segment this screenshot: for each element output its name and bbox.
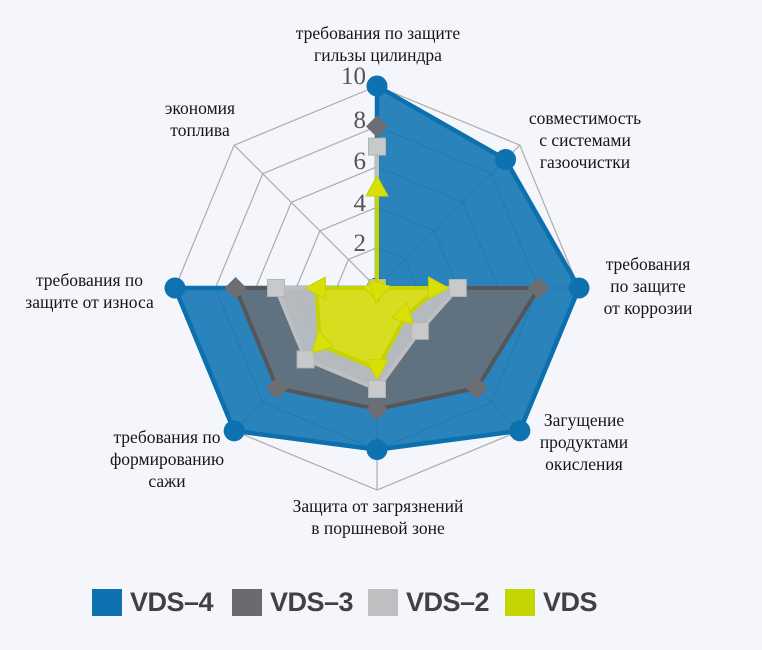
axis-label-line: требования по (35, 270, 144, 290)
axis-label-line: требования по (113, 427, 221, 447)
axis-label-line: в поршневой зоне (311, 518, 445, 538)
axis-label-line: окисления (545, 454, 623, 474)
axis-label-line: совместимость (528, 108, 642, 128)
axis-label-fuel-economy: экономия топлива (128, 97, 272, 141)
axis-label-piston-deposit-protection: Защита от загрязнений в поршневой зоне (252, 495, 504, 539)
legend-label: VDS (543, 587, 598, 617)
axis-label-line: защите от износа (25, 292, 154, 312)
legend-swatch-vds-4 (92, 589, 122, 616)
axis-label-line: экономия (164, 98, 236, 118)
axis-label-line: требования по защите (295, 23, 461, 43)
axis-label-line: топлива (170, 120, 230, 140)
legend-label: VDS–4 (130, 587, 214, 617)
legend-label: VDS–3 (270, 587, 354, 617)
axis-label-line: по защите (610, 276, 686, 296)
axis-label-corrosion-protection: требования по защите от коррозии (592, 253, 704, 319)
axis-label-line: формированию (109, 449, 225, 469)
axis-label-soot-formation: требования по формированию сажи (72, 426, 262, 492)
axis-label-cylinder-liner-protection: требования по защите гильзы цилиндра (252, 22, 504, 66)
axis-label-oxidation-thickening: Загущение продуктами окисления (520, 409, 648, 475)
axis-label-line: от коррозии (603, 298, 693, 318)
radial-tick-10: 10 (341, 63, 366, 90)
legend-swatch-vds-2 (368, 589, 398, 616)
axis-label-line: с системами (539, 130, 631, 150)
radial-tick-2: 2 (353, 230, 367, 257)
radial-tick-8: 8 (353, 107, 367, 134)
axis-label-line: Загущение (543, 410, 625, 430)
axis-label-aftertreatment-compatibility: совместимость с системами газоочистки (506, 107, 664, 173)
legend-label: VDS–2 (406, 587, 490, 617)
axis-label-line: газоочистки (539, 152, 631, 172)
axis-label-wear-protection: требования по защите от износа (12, 269, 167, 313)
radial-tick-6: 6 (353, 148, 367, 175)
axis-label-line: продуктами (539, 432, 629, 452)
axis-label-line: сажи (148, 471, 186, 491)
legend-swatch-vds (505, 589, 535, 616)
axis-label-line: гильзы цилиндра (314, 45, 442, 65)
legend-swatch-vds-3 (232, 589, 262, 616)
axis-label-line: Защита от загрязнений (292, 496, 464, 516)
radial-tick-4: 4 (353, 190, 367, 217)
axis-label-line: требования (605, 254, 691, 274)
legend: VDS–4 VDS–3 VDS–2 VDS (0, 584, 762, 624)
